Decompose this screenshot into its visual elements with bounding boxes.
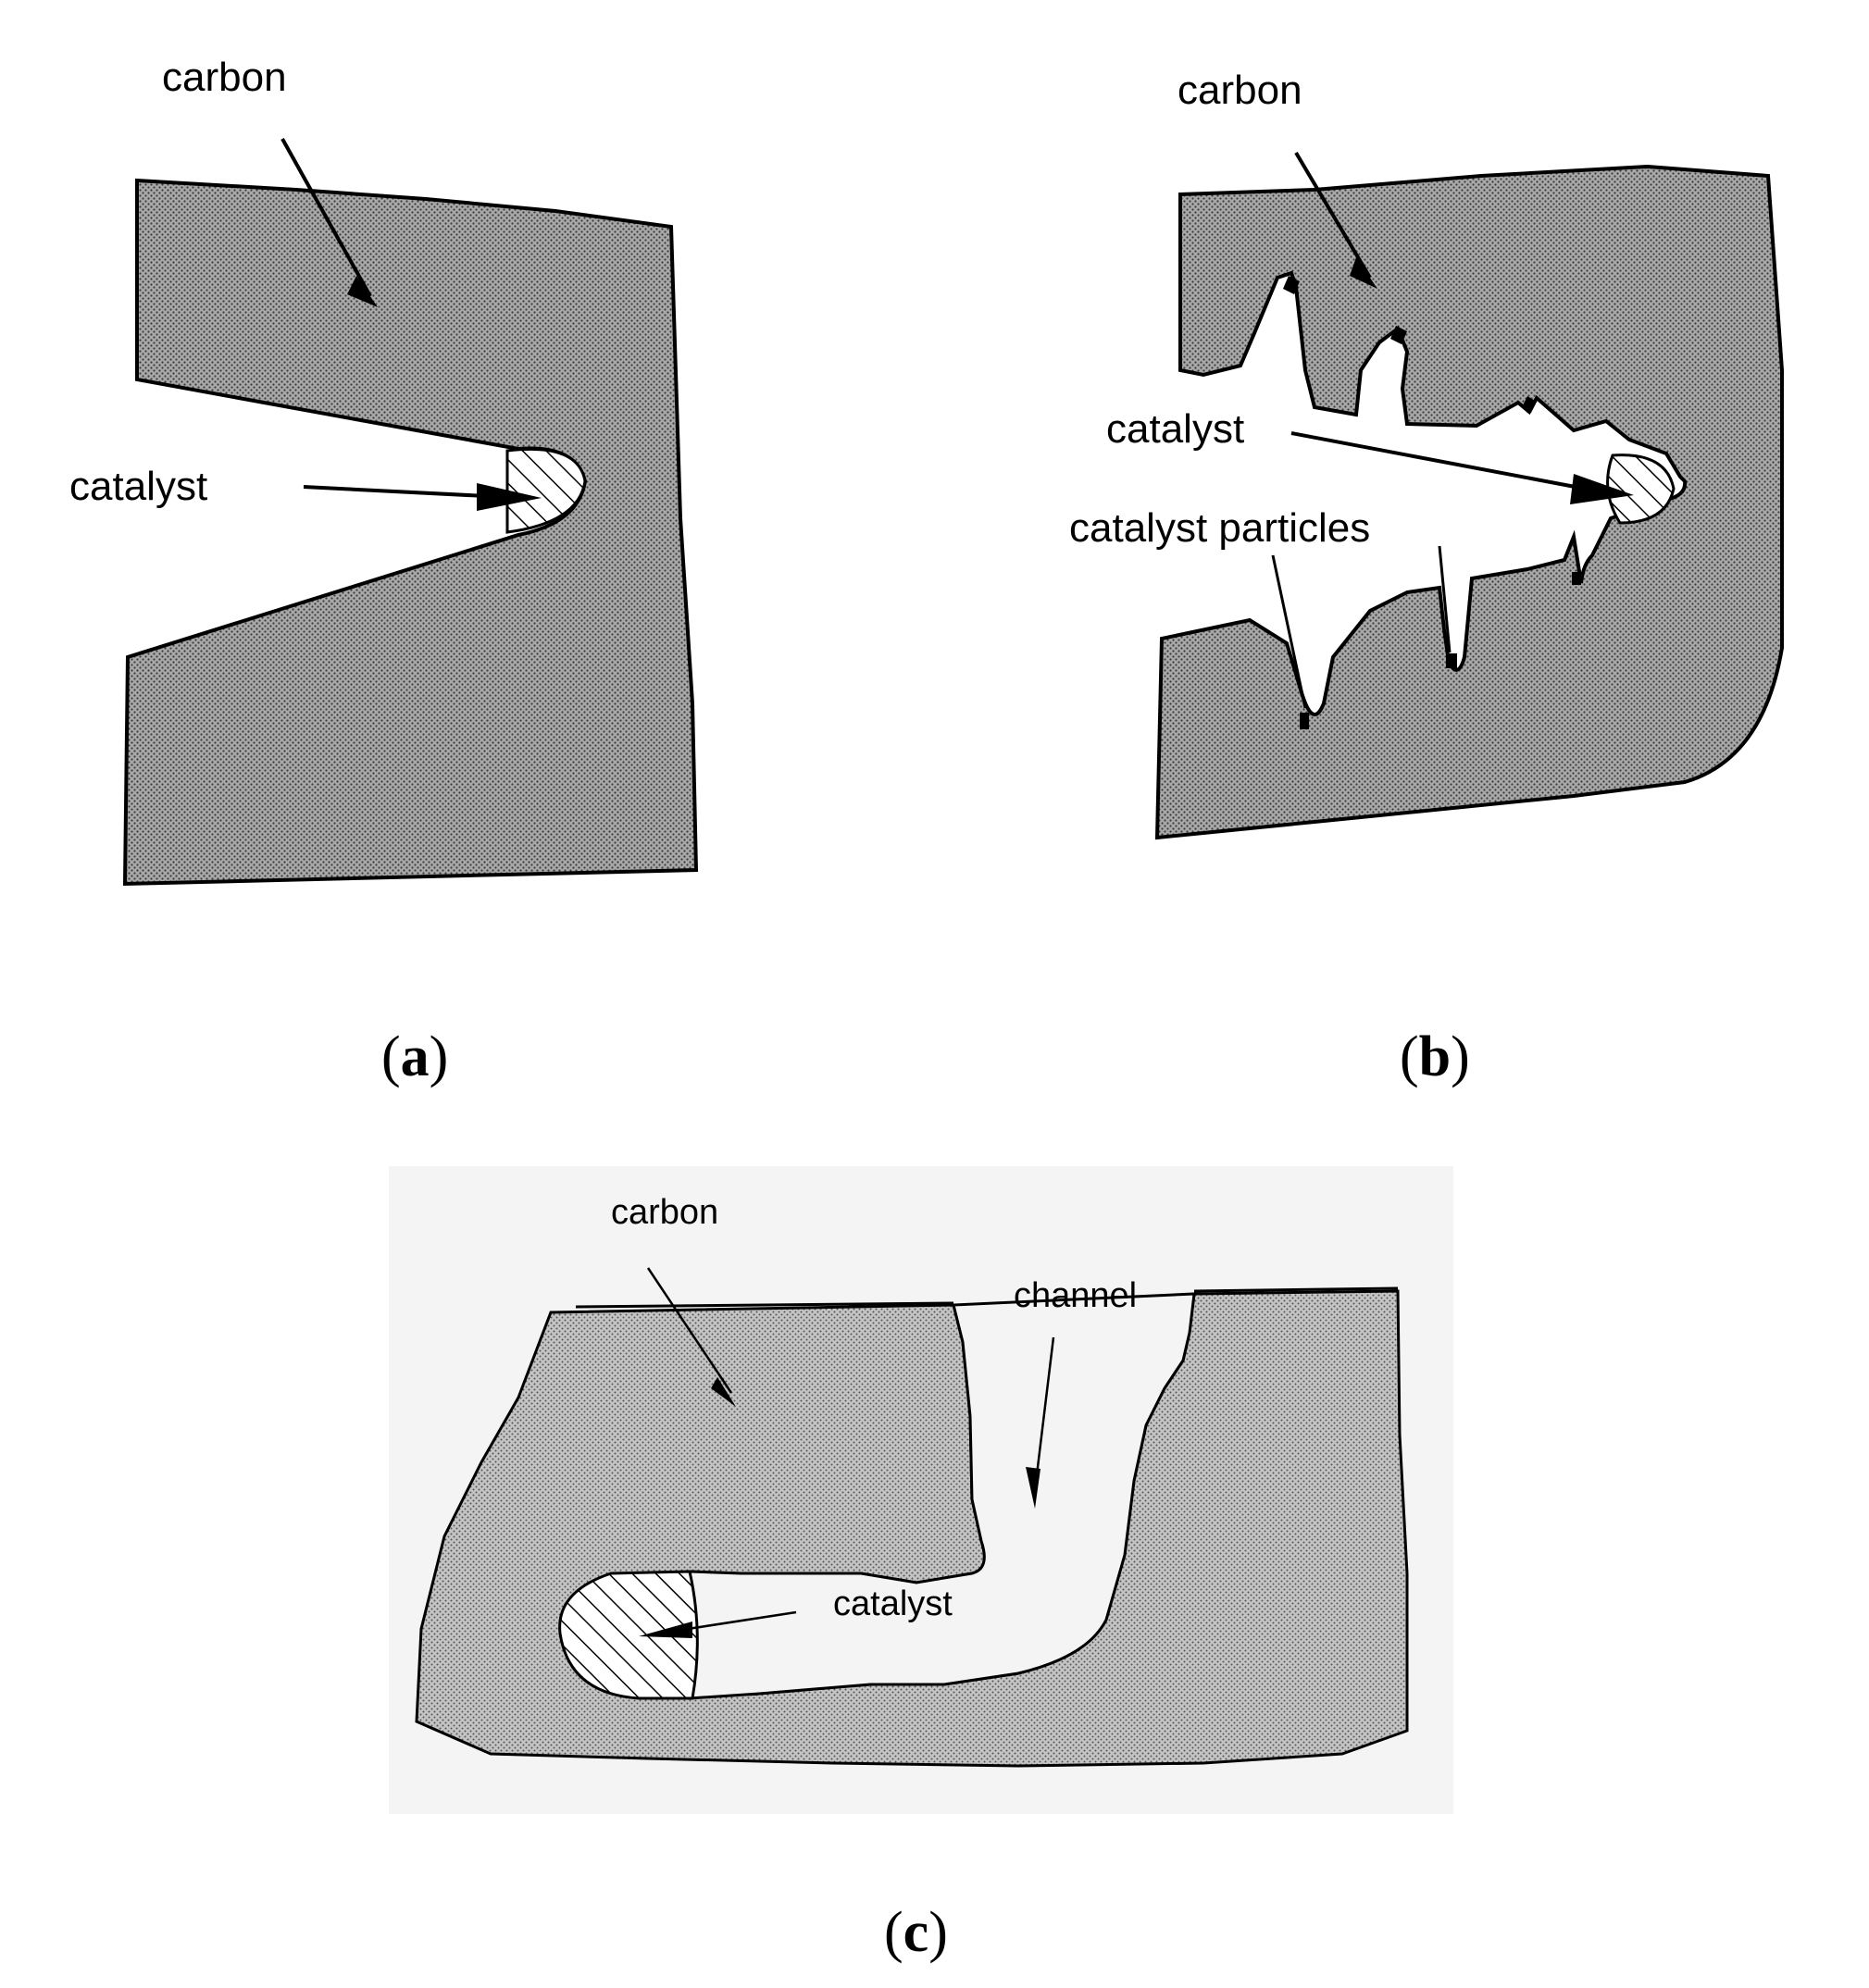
- panel-c-carbon-block: [415, 1289, 1409, 1768]
- panel-a-catalyst-label: catalyst: [69, 464, 207, 509]
- panel-b-particle-lower-2: [1446, 653, 1457, 668]
- panel-b-carbon-block: [1154, 164, 1784, 840]
- panel-b-particle-lower-3: [1572, 572, 1581, 585]
- panel-c-catalyst-label: catalyst: [833, 1584, 953, 1623]
- panel-a-carbon-arrow: [280, 138, 372, 297]
- panel-b-particle-upper-3: [1522, 396, 1537, 413]
- panel-b-particles-arrow-1: [1271, 554, 1307, 709]
- panel-c-channel: [688, 1292, 1196, 1700]
- panel-c: carbon channel catalyst: [389, 1166, 1453, 1814]
- panel-a-carbon-arrowhead-icon: [347, 276, 378, 307]
- panel-c-carbon-arrow: [646, 1267, 733, 1394]
- panel-b-carbon-label: carbon: [1177, 68, 1302, 113]
- panel-b-particles-label: catalyst particles: [1069, 505, 1370, 551]
- panel-b-carbon-arrowhead-icon: [1350, 257, 1377, 289]
- panel-b-carbon-arrow: [1294, 151, 1372, 280]
- panel-c-channel-arrow: [1033, 1336, 1055, 1491]
- panel-c-catalyst-arrow: [675, 1610, 797, 1633]
- panel-a-carbon-label: carbon: [162, 55, 287, 100]
- panel-b-particles-arrow-2: [1438, 545, 1452, 653]
- panel-b-particle-upper-2: [1390, 326, 1407, 344]
- panel-b-particle-lower-1: [1300, 713, 1309, 729]
- panel-a-catalyst-arrowhead-icon: [477, 483, 542, 511]
- panel-c-label: (c): [884, 1901, 948, 1964]
- panel-c-catalyst-arrowhead-icon: [639, 1621, 692, 1638]
- panel-a-label: (a): [381, 1025, 448, 1088]
- panel-a-catalyst-particle: [505, 447, 587, 534]
- panel-b-label: (b): [1400, 1025, 1470, 1088]
- panel-b-particle-upper-1: [1283, 276, 1300, 294]
- panel-b-catalyst-arrowhead-icon: [1570, 474, 1634, 504]
- panel-c-catalyst-particle: [558, 1570, 699, 1700]
- panel-b: carbon catalyst catalyst particles: [1069, 68, 1784, 840]
- panel-a-catalyst-arrow: [303, 485, 487, 498]
- panel-b-catalyst-label: catalyst: [1106, 406, 1244, 452]
- panel-c-channel-label: channel: [1014, 1276, 1137, 1315]
- panel-a: carbon catalyst: [69, 55, 699, 887]
- panel-c-channel-arrowhead-icon: [1026, 1467, 1040, 1509]
- panel-c-carbon-arrowhead-icon: [711, 1377, 736, 1407]
- panel-b-catalyst-arrow: [1290, 431, 1586, 491]
- panel-a-carbon-block: [122, 178, 699, 887]
- panel-c-carbon-label: carbon: [611, 1193, 718, 1232]
- panel-c-top-edge-right: [1193, 1286, 1399, 1293]
- panel-c-top-edge-left: [575, 1301, 954, 1309]
